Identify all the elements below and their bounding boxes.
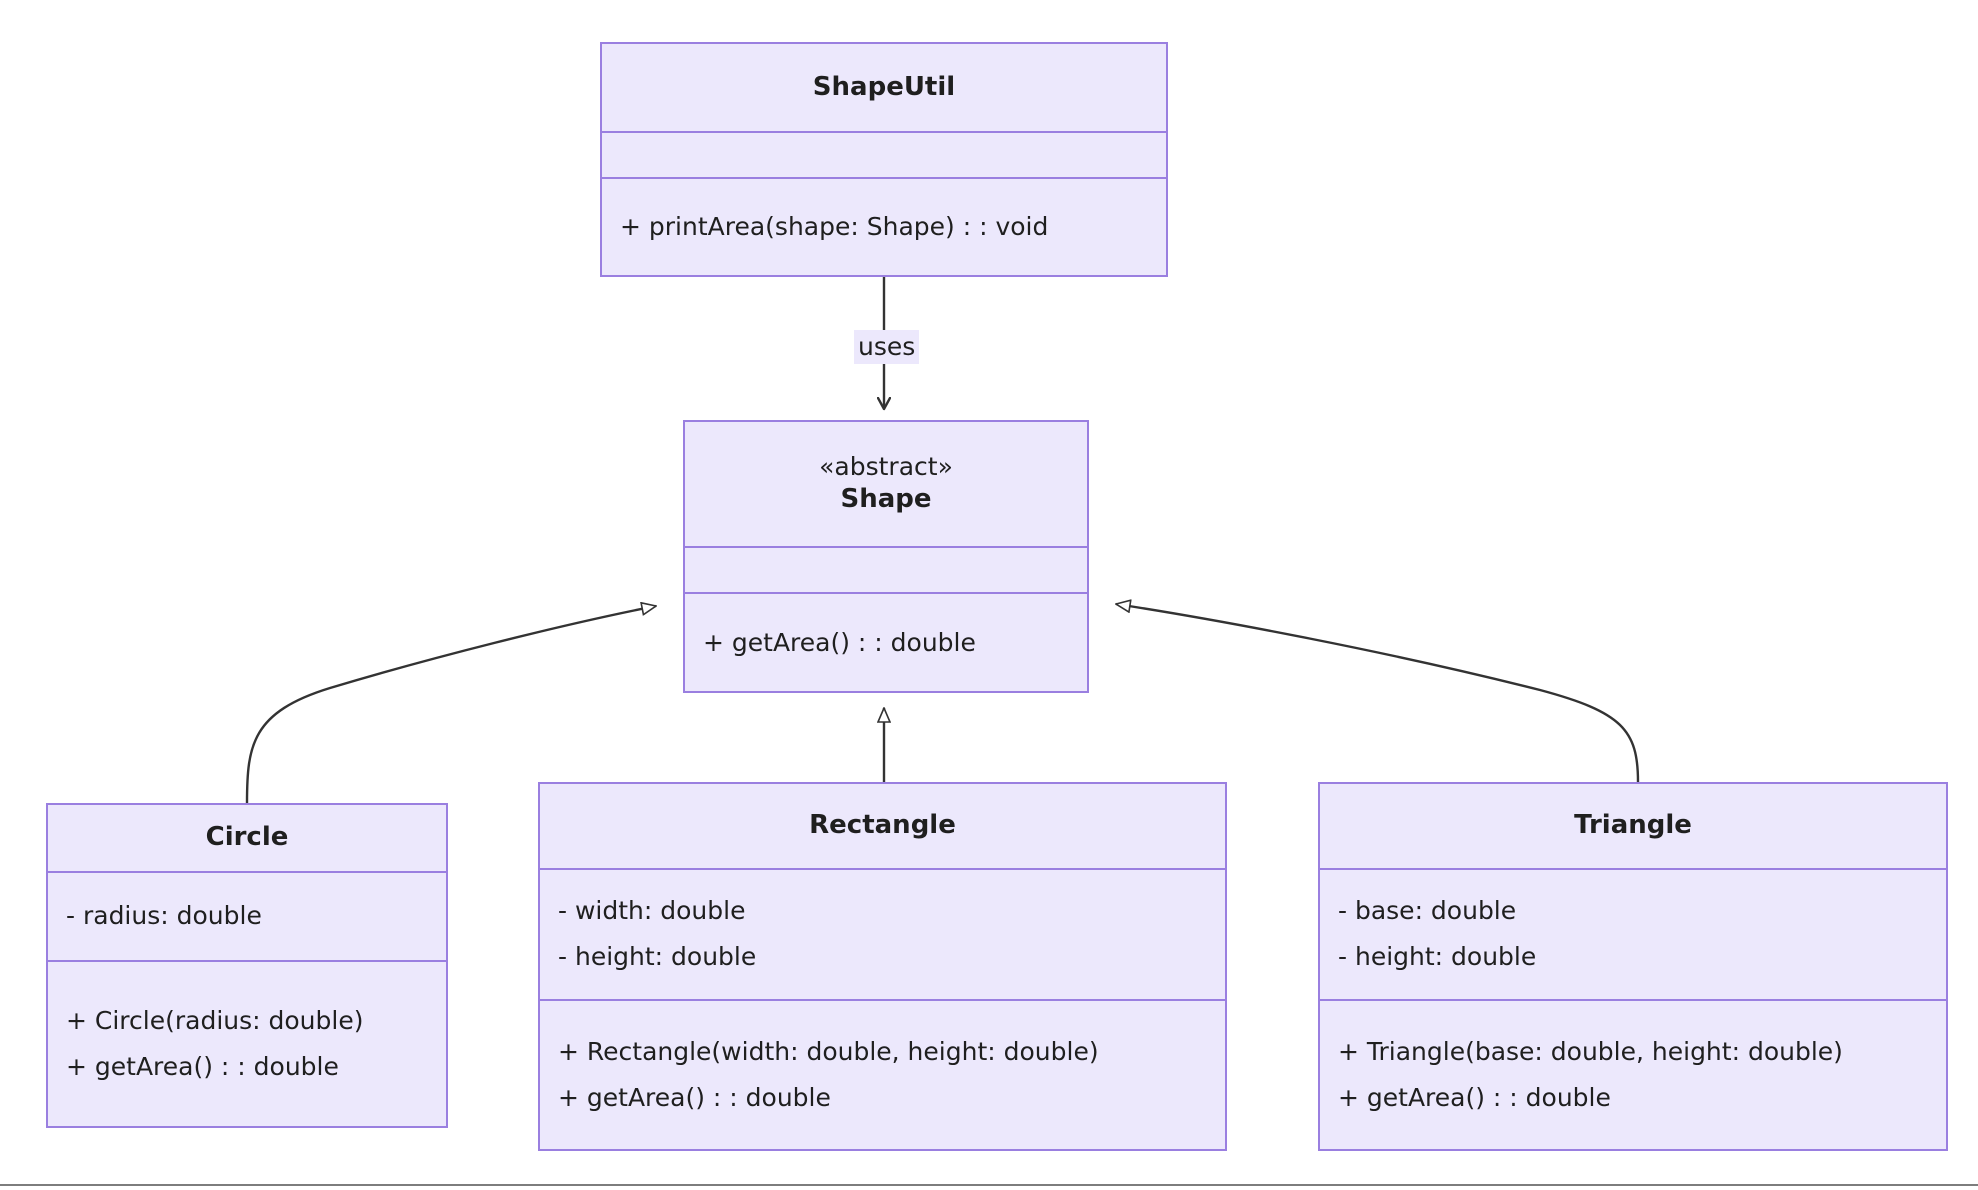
divider	[48, 870, 446, 873]
method-row: + Circle(radius: double)	[66, 1006, 364, 1036]
class-title-circle: Circle	[205, 821, 289, 852]
divider	[540, 868, 1225, 871]
method-row: + getArea() : : double	[66, 1052, 339, 1082]
class-title-shape: Shape	[840, 483, 932, 514]
class-attributes-shapeutil	[602, 133, 1166, 176]
method-row: + Rectangle(width: double, height: doubl…	[558, 1036, 1099, 1066]
page-bottom-rule	[0, 1184, 1978, 1186]
divider	[1320, 998, 1946, 1001]
class-header-triangle: Triangle	[1320, 784, 1946, 868]
divider	[685, 592, 1087, 594]
divider	[602, 176, 1166, 179]
class-node-triangle[interactable]: Triangle - base: double - height: double…	[1318, 782, 1948, 1151]
class-methods-shape: + getArea() : : double	[685, 594, 1087, 691]
class-methods-triangle: + Triangle(base: double, height: double)…	[1320, 1001, 1946, 1149]
class-node-shape[interactable]: «abstract» Shape + getArea() : : double	[683, 420, 1089, 693]
class-header-rectangle: Rectangle	[540, 784, 1225, 868]
class-title-triangle: Triangle	[1574, 810, 1692, 841]
divider	[602, 131, 1166, 134]
divider	[540, 998, 1225, 1001]
method-row: + Triangle(base: double, height: double)	[1338, 1036, 1843, 1066]
attribute-row: - height: double	[558, 942, 757, 972]
attribute-row: - height: double	[1338, 942, 1537, 972]
edge-triangle-extends-shape	[1116, 604, 1640, 783]
class-node-shapeutil[interactable]: ShapeUtil + printArea(shape: Shape) : : …	[600, 42, 1168, 277]
method-row: + getArea() : : double	[703, 627, 976, 657]
class-attributes-rectangle: - width: double - height: double	[540, 870, 1225, 999]
class-methods-rectangle: + Rectangle(width: double, height: doubl…	[540, 1001, 1225, 1149]
attribute-row: - radius: double	[66, 901, 262, 931]
class-attributes-shape	[685, 548, 1087, 592]
method-row: + getArea() : : double	[558, 1082, 831, 1112]
attribute-row: - base: double	[1338, 896, 1517, 926]
class-header-circle: Circle	[48, 805, 446, 871]
class-methods-circle: + Circle(radius: double) + getArea() : :…	[48, 962, 446, 1126]
divider	[1320, 868, 1946, 871]
class-methods-shapeutil: + printArea(shape: Shape) : : void	[602, 179, 1166, 275]
class-title-rectangle: Rectangle	[809, 810, 956, 841]
class-attributes-triangle: - base: double - height: double	[1320, 870, 1946, 999]
class-node-rectangle[interactable]: Rectangle - width: double - height: doub…	[538, 782, 1227, 1151]
class-node-circle[interactable]: Circle - radius: double + Circle(radius:…	[46, 803, 448, 1128]
class-header-shapeutil: ShapeUtil	[602, 44, 1166, 131]
attribute-row: - width: double	[558, 896, 746, 926]
class-stereotype-shape: «abstract»	[819, 452, 953, 482]
method-row: + printArea(shape: Shape) : : void	[620, 211, 1049, 241]
method-row: + getArea() : : double	[1338, 1082, 1611, 1112]
edge-circle-extends-shape	[245, 606, 656, 804]
edge-label-uses: uses	[854, 330, 920, 364]
class-attributes-circle: - radius: double	[48, 873, 446, 960]
divider	[48, 960, 446, 963]
class-header-shape: «abstract» Shape	[685, 422, 1087, 546]
divider	[685, 546, 1087, 548]
class-title-shapeutil: ShapeUtil	[812, 71, 956, 102]
